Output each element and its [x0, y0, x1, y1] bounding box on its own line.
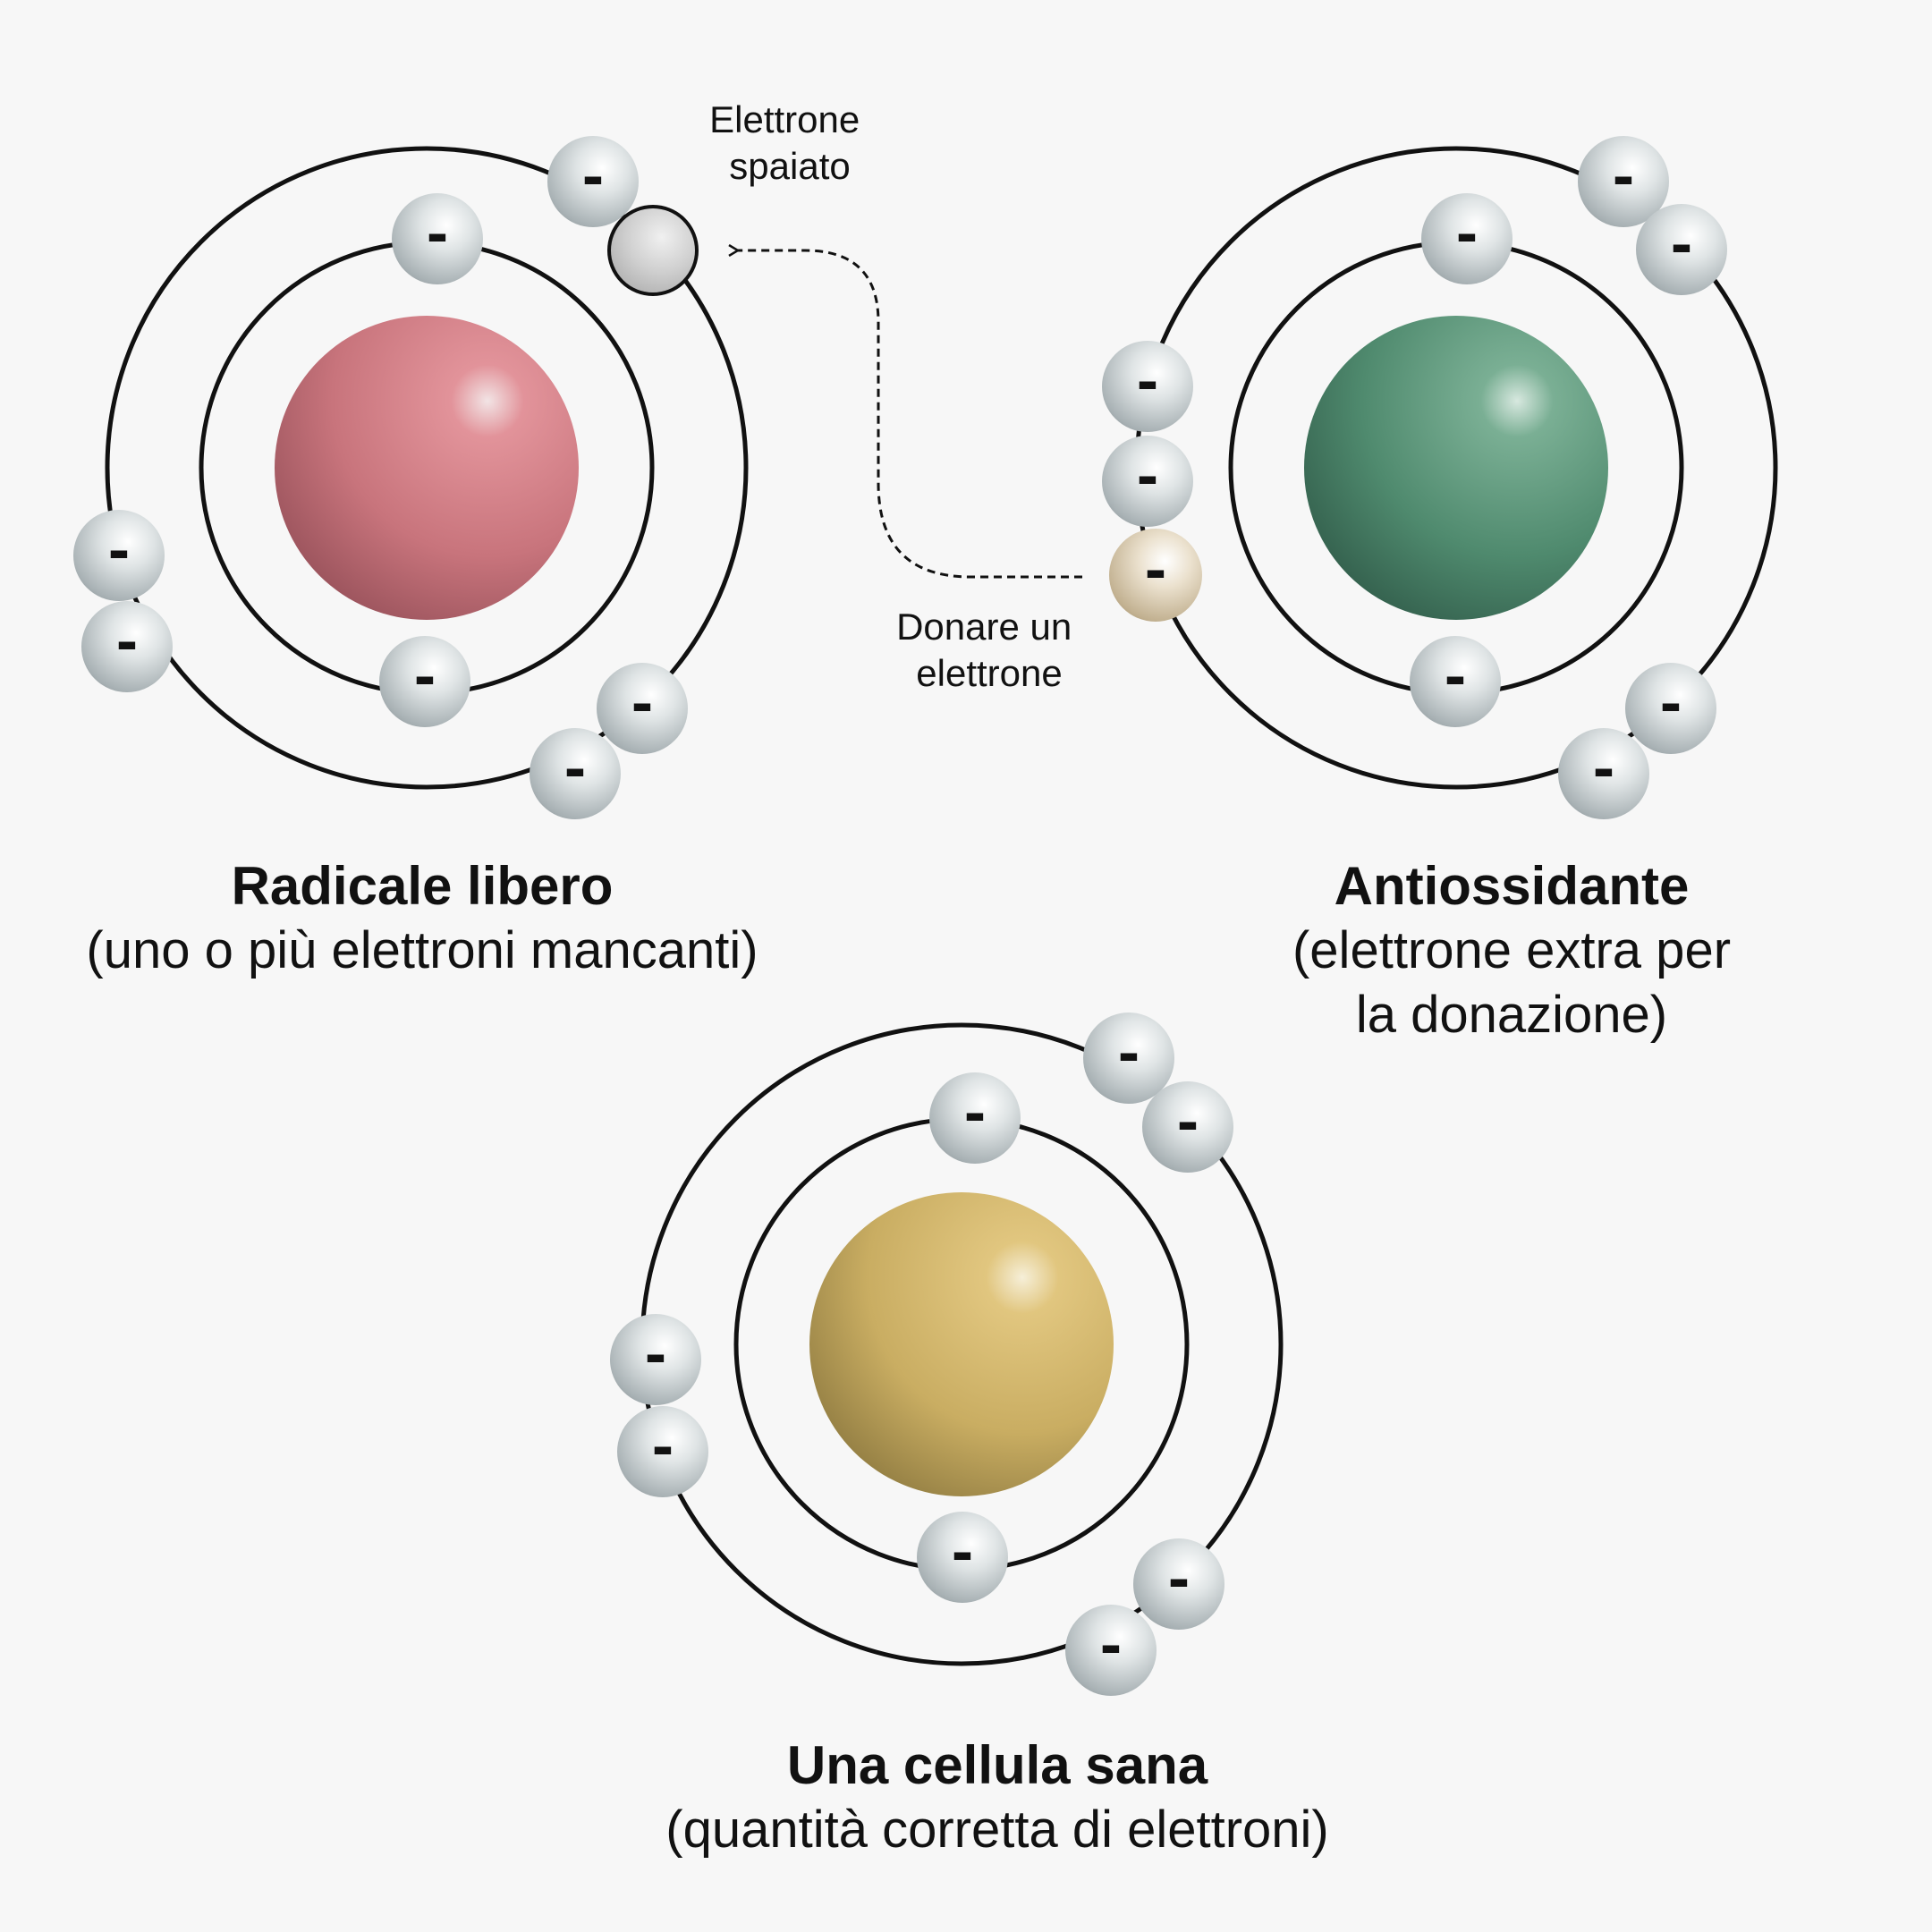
donated-electron: -: [1109, 529, 1202, 622]
minus-sign: -: [582, 147, 605, 209]
minus-sign: -: [631, 674, 654, 736]
electron-sphere: [547, 136, 639, 227]
donate-electron-label: Donare un elettrone: [896, 606, 1082, 694]
antioxidant-subtitle-line-2: la donazione): [1355, 986, 1668, 1044]
healthy-cell-electron: -: [1065, 1605, 1157, 1696]
electron-sphere: [379, 636, 470, 727]
free-radical-caption: Radicale libero (uno o più elettroni man…: [0, 854, 844, 983]
electron-sphere: [73, 510, 165, 601]
minus-sign: -: [564, 739, 587, 801]
electron-sphere: [1558, 728, 1649, 819]
electron-sphere: [530, 728, 621, 819]
antioxidant-electron: -: [1636, 204, 1727, 295]
healthy-cell-electron: -: [1142, 1081, 1233, 1173]
electron-sphere: [81, 601, 173, 692]
minus-sign: -: [414, 647, 436, 709]
electron-sphere: [1083, 1013, 1174, 1104]
free-radical-electron: -: [379, 636, 470, 727]
minus-sign: -: [1118, 1023, 1140, 1086]
free-radical-electron: -: [597, 663, 688, 754]
healthy-cell-electron: -: [917, 1512, 1008, 1603]
unpaired-electron-label: Elettrone spaiato: [709, 98, 870, 187]
antioxidant-electron: -: [1102, 436, 1193, 527]
electron-sphere: [1636, 204, 1727, 295]
minus-sign: -: [1671, 215, 1693, 277]
healthy-cell-electron: -: [1133, 1538, 1224, 1630]
free-radical-title: Radicale libero: [231, 856, 614, 916]
antioxidant-electron: -: [1578, 136, 1669, 227]
antioxidant-nucleus: [1304, 316, 1608, 620]
electron-sphere: [1102, 436, 1193, 527]
electron-sphere: [929, 1072, 1021, 1164]
electron-sphere: [617, 1406, 708, 1497]
minus-sign: -: [427, 204, 449, 267]
minus-sign: -: [1445, 647, 1467, 709]
minus-sign: -: [1168, 1549, 1191, 1612]
minus-sign: -: [1613, 147, 1635, 209]
healthy-cell-subtitle: (quantità corretta di elettroni): [665, 1801, 1329, 1859]
free-radical-electron: -: [530, 728, 621, 819]
electron-sphere: [597, 663, 688, 754]
electron-sphere: [917, 1512, 1008, 1603]
electron-sphere: [392, 193, 483, 284]
electron-sphere: [1142, 1081, 1233, 1173]
minus-sign: -: [1456, 204, 1479, 267]
minus-sign: -: [1660, 674, 1682, 736]
missing-electron: [607, 205, 699, 296]
minus-sign: -: [952, 1522, 974, 1585]
healthy-cell-electron: -: [610, 1314, 701, 1405]
antioxidant-electron: -: [1102, 341, 1193, 432]
electron-sphere: [1625, 663, 1716, 754]
free-radical-electron: -: [392, 193, 483, 284]
minus-sign: -: [1177, 1092, 1199, 1155]
healthy-cell-electron: -: [617, 1406, 708, 1497]
electron-sphere: [1410, 636, 1501, 727]
healthy-cell-caption: Una cellula sana (quantità corretta di e…: [550, 1733, 1445, 1862]
antioxidant-electron: -: [1558, 728, 1649, 819]
healthy-cell-title: Una cellula sana: [786, 1735, 1208, 1795]
minus-sign: -: [1137, 446, 1159, 509]
minus-sign: -: [1100, 1615, 1123, 1678]
free-radical-electron: -: [547, 136, 639, 227]
antioxidant-electron: -: [1625, 663, 1716, 754]
minus-sign: -: [1137, 352, 1159, 414]
antioxidant-electron: -: [1410, 636, 1501, 727]
donation-arrow: [738, 250, 1082, 579]
minus-sign: -: [1145, 540, 1167, 603]
electrons: ------------------------: [73, 136, 1727, 1696]
free-radical-electron: -: [81, 601, 173, 692]
electron-sphere: [1065, 1605, 1157, 1696]
electron-sphere: [1133, 1538, 1224, 1630]
free-radical-outer-orbit: [105, 146, 749, 790]
healthy-cell-electron: -: [1083, 1013, 1174, 1104]
antioxidant-subtitle-line-1: (elettrone extra per: [1292, 921, 1732, 979]
minus-sign: -: [964, 1083, 987, 1146]
antioxidant-title: Antiossidante: [1334, 856, 1690, 916]
minus-sign: -: [116, 612, 139, 674]
electron-sphere: [1578, 136, 1669, 227]
healthy-cell-electron: -: [929, 1072, 1021, 1164]
minus-sign: -: [645, 1325, 667, 1387]
electron-sphere: [610, 1314, 701, 1405]
electron-sphere: [1421, 193, 1513, 284]
antioxidant-caption: Antiossidante (elettrone extra per la do…: [1154, 854, 1869, 1047]
free-radical-electron: -: [73, 510, 165, 601]
minus-sign: -: [1593, 739, 1615, 801]
healthy-cell-nucleus: [809, 1192, 1114, 1496]
antioxidant-electron: -: [1421, 193, 1513, 284]
free-radical-subtitle: (uno o più elettroni mancanti): [86, 921, 758, 979]
free-radical-nucleus: [275, 316, 579, 620]
minus-sign: -: [108, 521, 131, 583]
minus-sign: -: [652, 1417, 674, 1479]
electron-sphere: [1102, 341, 1193, 432]
electron-sphere: [1109, 529, 1202, 622]
